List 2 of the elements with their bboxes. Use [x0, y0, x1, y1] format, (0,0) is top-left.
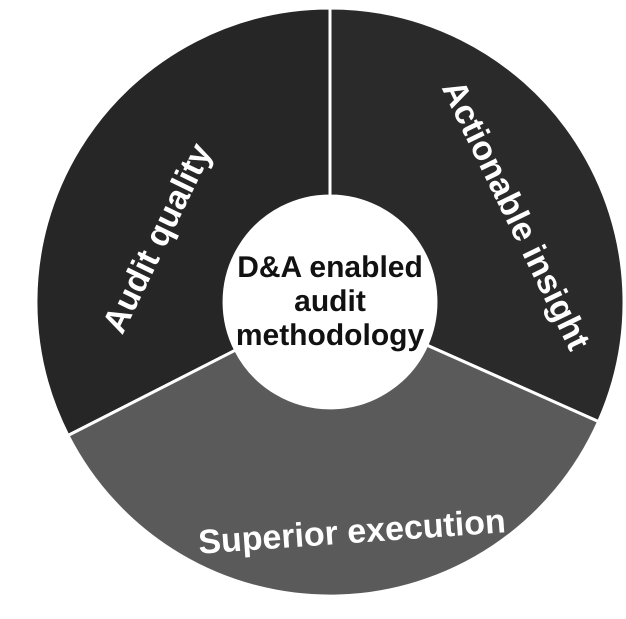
center-label: D&A enabled audit methodology: [235, 251, 425, 353]
segment-label: Superior execution: [197, 502, 507, 562]
